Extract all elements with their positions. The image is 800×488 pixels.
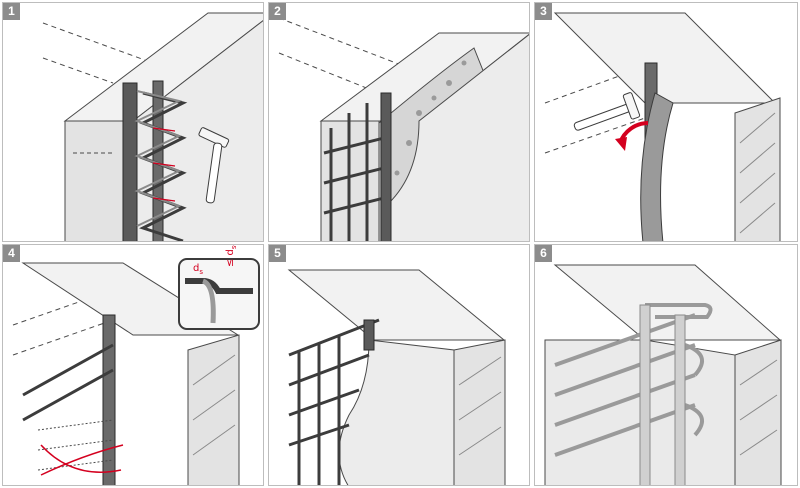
hatch-pattern <box>192 354 236 456</box>
hatch-pattern <box>739 112 776 234</box>
rebar-original-position <box>37 419 114 471</box>
bend-limit-label: ≤ ds/3 <box>225 245 238 267</box>
connector-channel <box>363 319 375 351</box>
step-number-badge: 2 <box>269 3 286 20</box>
bend-arrow <box>152 127 176 132</box>
connector-channel <box>122 82 138 241</box>
step-number-badge: 6 <box>535 245 552 262</box>
wall-front-face <box>187 334 240 485</box>
step-2-illustration <box>278 17 529 241</box>
embedded-rebar <box>554 303 713 457</box>
diameter-label: ds <box>193 263 204 276</box>
wall-top-face <box>553 264 782 341</box>
step-6-illustration <box>544 264 782 485</box>
guide-line <box>42 22 154 64</box>
guide-line <box>12 319 114 356</box>
detail-callout <box>178 258 260 330</box>
hatch-pattern <box>458 356 502 456</box>
step-number-badge: 3 <box>535 3 552 20</box>
step-5-panel: 5 <box>268 244 530 486</box>
wall-front-face <box>734 97 781 241</box>
connector-channel <box>639 304 651 485</box>
rotation-arrow <box>40 444 122 473</box>
step-2-panel: 2 <box>268 2 530 242</box>
wall-top-face <box>287 269 506 341</box>
bent-rebar <box>640 92 674 241</box>
connector-channel <box>380 92 392 241</box>
step-number-badge: 4 <box>3 245 20 262</box>
wall-front-face <box>64 120 134 241</box>
connector-channel <box>102 314 116 485</box>
wall-top-face <box>553 12 777 104</box>
step-5-illustration <box>287 269 506 485</box>
formwork-panel <box>338 339 455 485</box>
hammer-icon <box>573 92 641 131</box>
step-4-illustration <box>12 258 260 485</box>
guide-line <box>42 57 114 84</box>
rebar-mesh <box>323 103 385 241</box>
step-1-illustration <box>42 12 263 241</box>
straightened-rebar <box>22 343 114 422</box>
wall-front-face <box>453 339 506 485</box>
step-1-panel: 1 <box>2 2 264 242</box>
rebar-mesh <box>288 318 380 485</box>
guide-line <box>544 62 656 104</box>
step-3-panel: 3 <box>534 2 798 242</box>
step-number-badge: 5 <box>269 245 286 262</box>
hammer-icon <box>198 127 230 204</box>
guide-line <box>278 52 380 94</box>
step-6-panel: 6 <box>534 244 798 486</box>
step-4-panel: 4 <box>2 244 264 486</box>
step-number-badge: 1 <box>3 3 20 20</box>
hatch-pattern <box>739 359 778 456</box>
step-3-illustration <box>544 12 781 241</box>
